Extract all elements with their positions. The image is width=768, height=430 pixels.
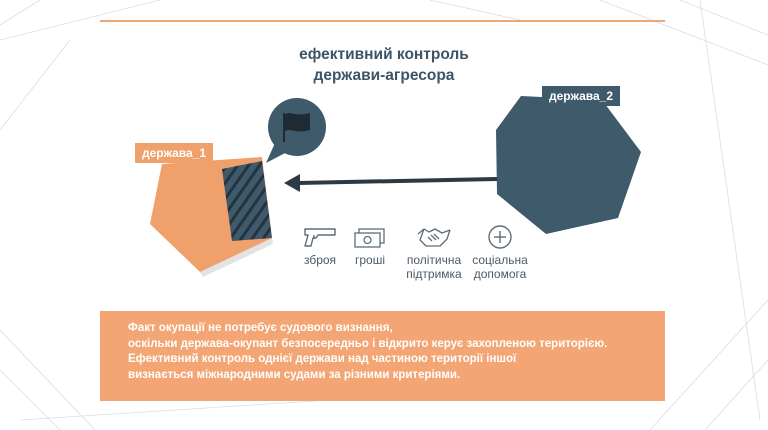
handshake-icon — [417, 228, 451, 247]
support-icons: зброя гроші політична підтримка — [0, 224, 768, 294]
flag-bubble — [266, 98, 326, 163]
state-1-label: держава_1 — [135, 143, 214, 163]
icon-label-weapons: зброя — [303, 253, 337, 267]
diagram-title: ефективний контроль держави-агресора — [250, 44, 518, 86]
icon-label-social-aid: соціальна допомога — [472, 253, 528, 281]
money-icon — [354, 228, 385, 248]
top-divider — [100, 20, 665, 22]
icon-item-weapons: зброя — [275, 224, 365, 267]
info-line-2: оскільки держава-окупант безпосередньо і… — [128, 337, 608, 350]
plus-circle-icon — [488, 225, 512, 249]
state-1-shadow — [200, 238, 273, 277]
icon-item-money: гроші — [325, 224, 415, 267]
gun-icon — [304, 228, 336, 247]
title-line-1: ефективний контроль — [299, 46, 469, 63]
flag-icon — [283, 113, 310, 142]
icon-label-political-support: політична підтримка — [406, 253, 462, 281]
info-box: Факт окупації не потребує судового визна… — [100, 311, 665, 401]
state-2-label: держава_2 — [542, 86, 621, 106]
icon-item-social-aid: соціальна допомога — [455, 224, 545, 281]
icon-label-money: гроші — [354, 253, 386, 267]
info-line-1: Факт окупації не потребує судового визна… — [128, 322, 393, 334]
info-line-3: Ефективний контроль однієї держави над ч… — [128, 353, 517, 365]
title-line-2: держави-агресора — [313, 67, 455, 84]
info-line-4: визнається міжнародними судами за різним… — [128, 368, 461, 381]
icon-item-political-support: політична підтримка — [389, 224, 479, 281]
state-2-shape — [496, 96, 641, 234]
control-arrow — [284, 174, 498, 192]
occupied-territory — [222, 161, 272, 241]
